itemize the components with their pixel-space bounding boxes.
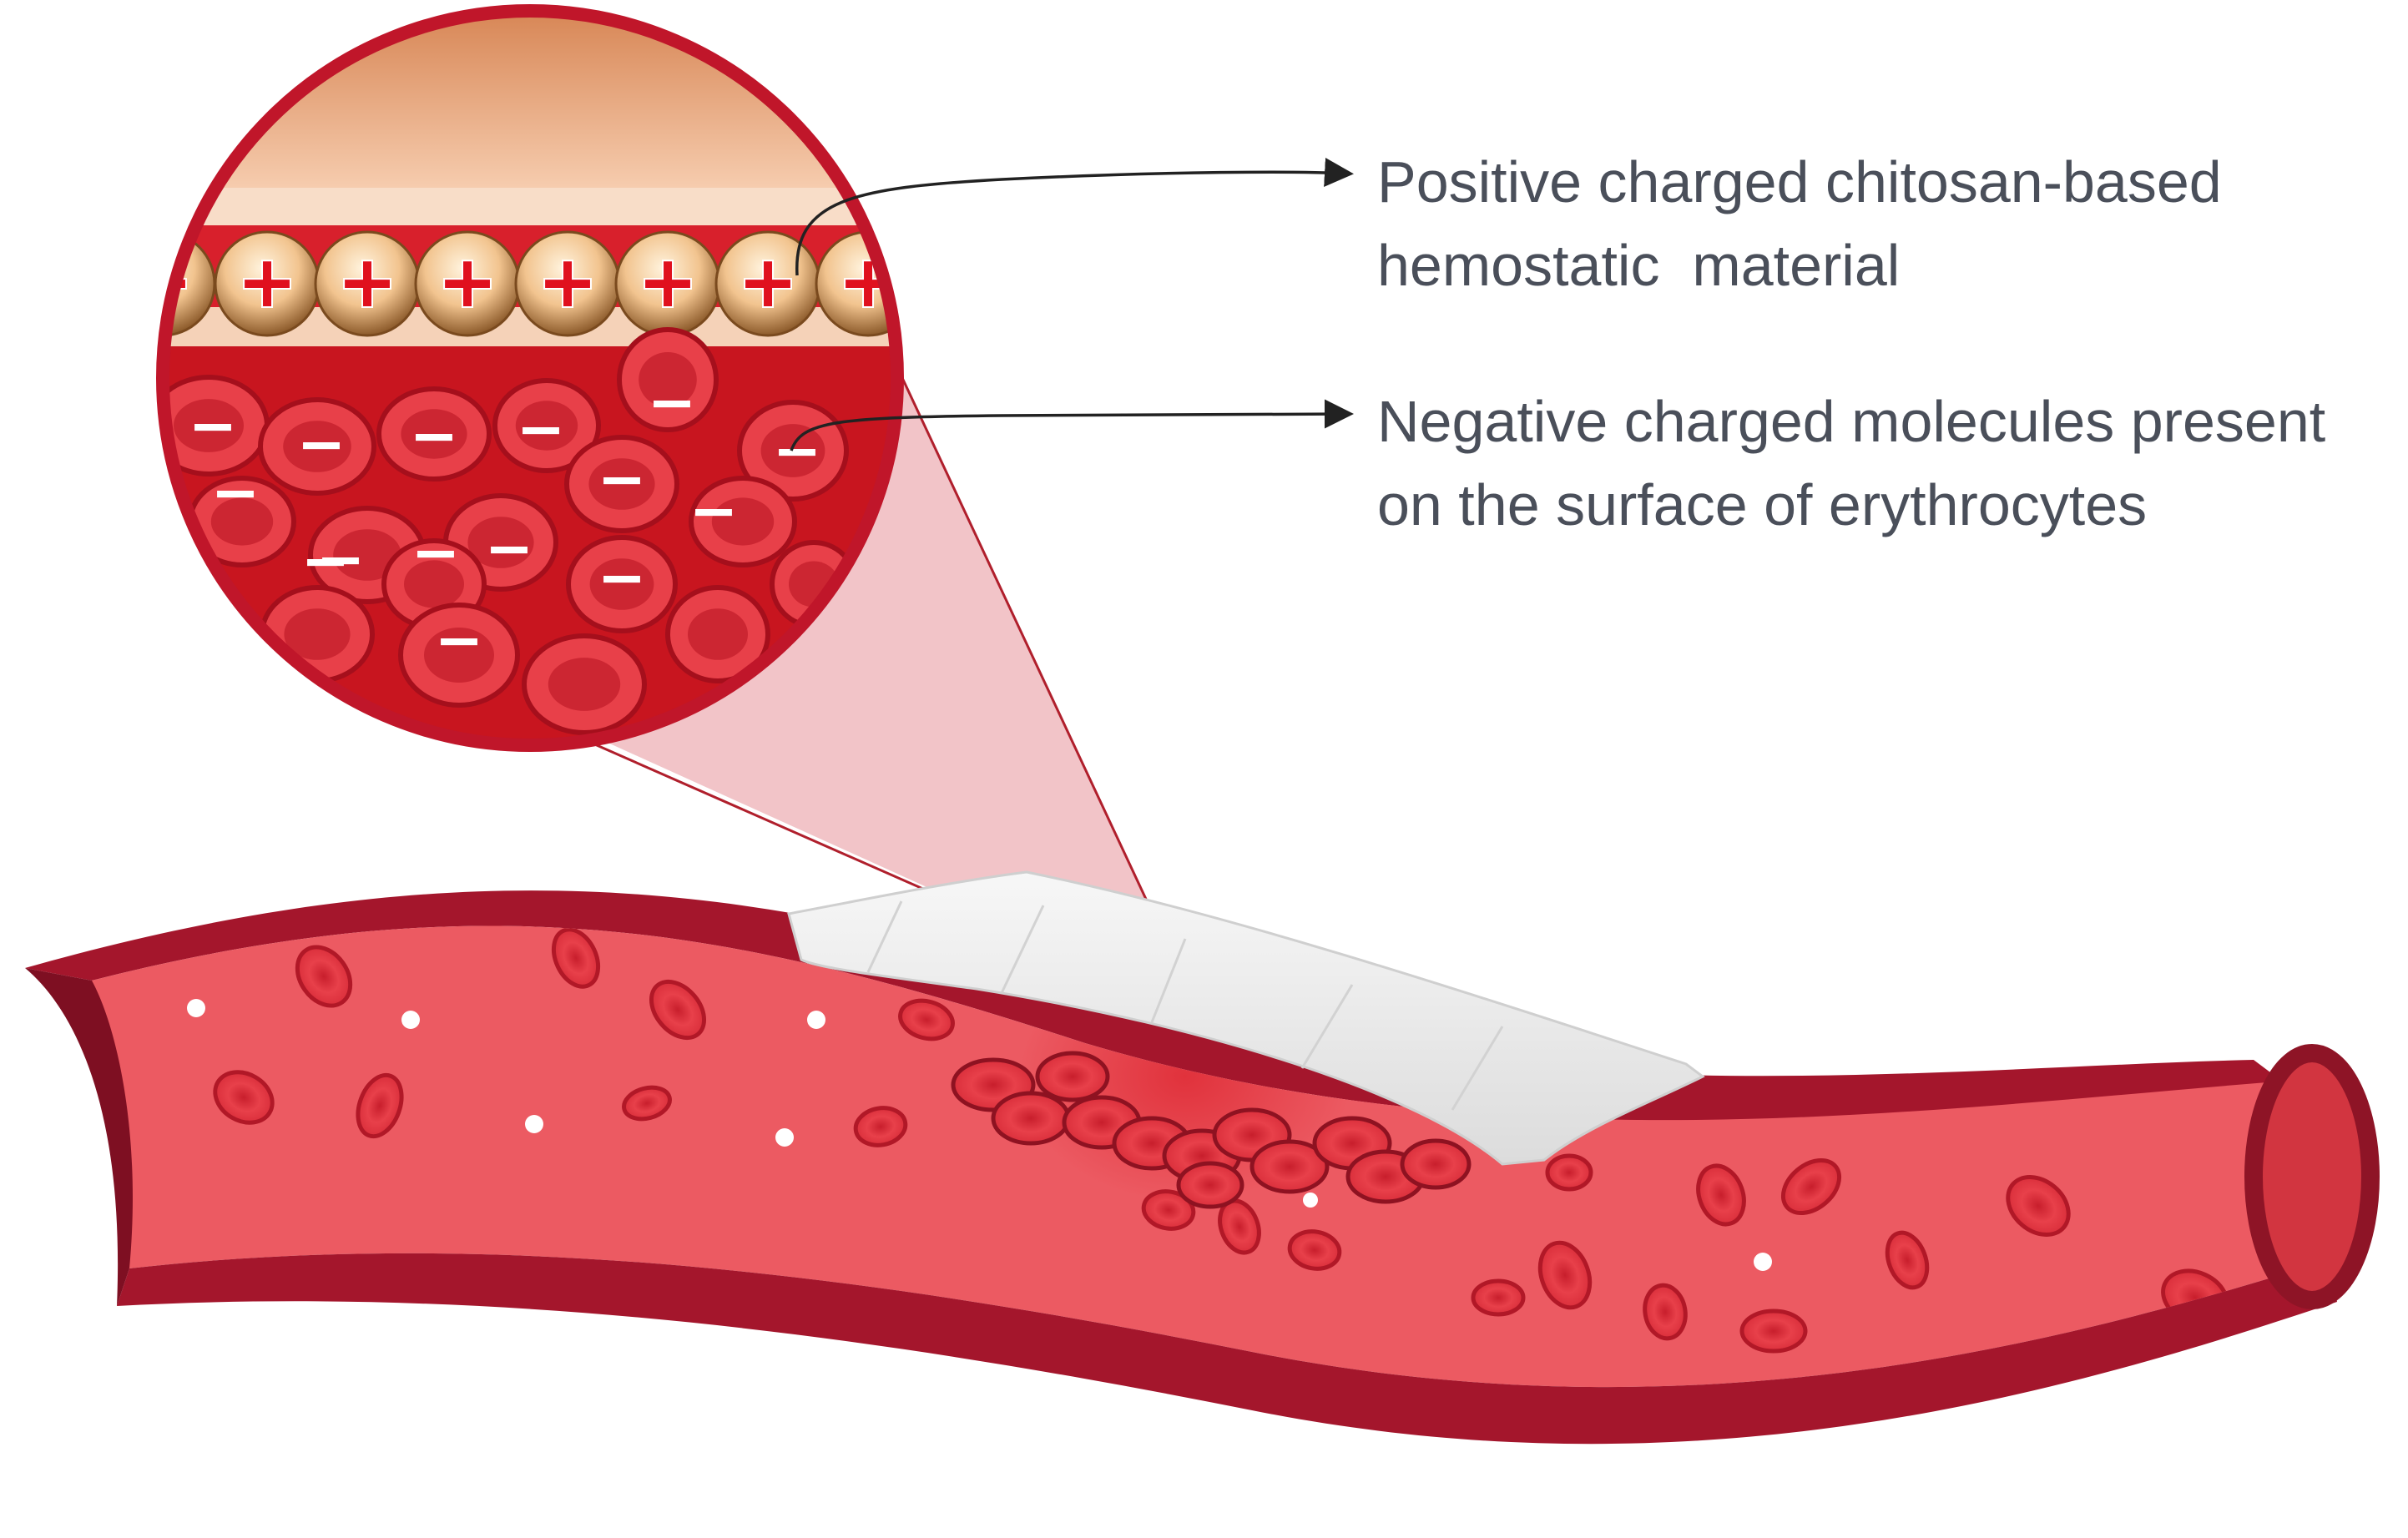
erythrocyte [1287,1229,1342,1271]
erythrocyte [991,1091,1071,1146]
erythrocyte [1537,1240,1593,1310]
magnifier-inset: ++++++++ −−−−−−−−−−−−−−− [156,4,904,752]
magnification-cone [534,376,1198,1010]
erythrocyte [1885,1230,1930,1290]
erythrocyte [551,927,601,989]
platelet [401,1011,420,1029]
platelet [775,1128,794,1147]
erythrocyte [1643,1283,1688,1341]
chitosan-layer-line [163,188,897,225]
chitosan-bead: + [214,230,321,337]
erythrocyte [376,386,492,482]
vessel-wall-bottom [117,1253,2337,1445]
label-negative-erythrocytes: Negative charged molecules present on th… [1377,380,2325,547]
chitosan-bead: + [714,230,821,337]
chitosan-bead: + [314,230,421,337]
negative-charge-symbol: − [411,518,461,587]
erythrocyte [1141,1189,1196,1231]
platelet [525,1115,543,1133]
blood-vessel [25,870,2380,1445]
erythrocyte [356,1072,404,1139]
negative-charge-symbol: − [485,514,534,582]
erythrocyte [1545,1153,1593,1192]
negative-charge-symbol: − [297,410,346,478]
negative-charge-symbol: − [301,527,351,595]
label-negative-line2: on the surface of erythrocytes [1377,472,2148,537]
vessel-opening [2244,1044,2380,1309]
erythrocyte [853,1106,908,1147]
negative-charge-symbol: − [689,477,739,545]
dressing-texture [866,900,1504,1111]
vessel-left-end [25,968,133,1306]
erythrocyte [213,1070,275,1125]
negative-charge-symbol: − [773,416,822,485]
magnifier-ring [156,4,904,752]
negative-charge-symbol: − [435,606,484,674]
erythrocyte [649,979,707,1041]
platelet [1754,1253,1772,1271]
hemostatic-dressing [787,870,1705,1166]
chitosan-bead: + [614,230,721,337]
positive-charge-symbol: + [237,240,297,324]
label-positive-line2: hemostatic material [1377,233,1901,298]
arrow-negative [790,399,1354,451]
erythrocyte [665,585,770,683]
platelets [187,999,1900,1386]
positive-charge-symbol: + [437,240,497,324]
platelet [807,1011,825,1029]
erythrocyte [398,603,520,708]
positive-charge-symbol: + [638,240,698,324]
chitosan-bead: + [414,230,521,337]
erythrocyte [1400,1138,1472,1190]
erythrocyte [566,535,678,633]
erythrocyte [622,1085,672,1122]
erythrocyte [295,945,353,1008]
negative-charge-symbol: − [648,368,697,436]
erythrocyte [522,633,647,735]
negative-charge-symbol: − [211,458,260,527]
negative-charge-symbol: − [598,543,647,612]
erythrocyte [1780,1157,1842,1216]
positive-charge-symbol: + [337,240,397,324]
erythrocyte [898,998,955,1041]
chitosan-bead: + [514,230,621,337]
label-negative-line1: Negative charged molecules present [1377,389,2326,454]
erythrocyte [564,435,679,533]
erythrocyte [1249,1139,1330,1194]
erythrocyte [1471,1278,1526,1317]
erythrocyte [617,327,719,432]
negative-charge-symbol: − [316,525,366,593]
erythrocyte [1176,1161,1244,1209]
platelet [1303,1193,1318,1208]
positive-charge-symbol: + [538,240,598,324]
chitosan-layer-top [163,11,897,188]
positive-charge-symbol: + [738,240,798,324]
negative-charge-symbol: − [598,445,647,513]
negative-charge-symbol: − [517,395,566,463]
negative-charge-symbol: − [189,391,238,460]
erythrocyte [492,378,601,473]
erythrocyte [260,585,375,683]
clot-cluster [951,1051,1472,1209]
erythrocyte [2006,1175,2071,1237]
erythrocyte [689,476,797,567]
platelet [187,999,205,1017]
erythrocyte [1035,1051,1110,1102]
erythrocyte [258,397,376,496]
erythrocyte [1696,1163,1746,1227]
negative-charge-symbol: − [410,401,459,470]
label-positive-material: Positive charged chitosan-based hemostat… [1377,140,2222,307]
erythrocyte [1739,1309,1808,1354]
erythrocyte [163,585,238,683]
arrow-positive [795,158,1354,276]
label-positive-line1: Positive charged chitosan-based [1377,149,2222,214]
